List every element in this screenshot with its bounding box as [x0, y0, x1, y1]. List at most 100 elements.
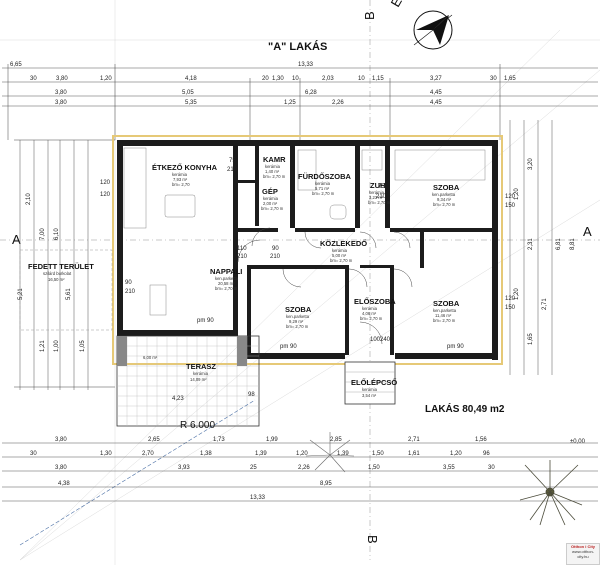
section-b-top: B — [362, 11, 377, 20]
bottom-dim-1-5: 2,71 — [408, 437, 420, 443]
opening-5: 210 — [237, 254, 248, 260]
bottom-dim-4-1: 8,95 — [320, 481, 332, 487]
room-nappali-floor: ken.parketta — [215, 276, 239, 281]
right-dim-0: 3,20 — [528, 158, 534, 170]
room-etkezo-floor: kerámia — [172, 172, 188, 177]
room-eloszoba-height: bm= 2,70 m — [360, 316, 383, 321]
opening-12: 120 — [505, 296, 516, 302]
opening-9: 210 — [376, 194, 387, 200]
room-eloszoba-name: ELŐSZOBA — [354, 297, 396, 306]
room-szoba1-floor: ken.parketta — [432, 192, 456, 197]
opening-16: pm 90 — [280, 344, 297, 350]
logo-text: Otthon i City — [571, 544, 595, 549]
room-eloszoba-area: 4,06 m² — [362, 311, 377, 316]
opening-20: 210 — [125, 289, 136, 295]
room-zuh-floor: kerámia — [369, 190, 385, 195]
room-nappali-height: bm= 2,70 m — [215, 286, 238, 291]
north-arrow — [413, 10, 453, 50]
bottom-dim-3-3: 2,26 — [298, 465, 310, 471]
room-etkezo-name: ÉTKEZŐ KONYHA — [152, 163, 218, 172]
top-dim-2-6: 10 — [292, 76, 299, 82]
bottom-dim-3-5: 3,55 — [443, 465, 455, 471]
room-szoba1-name: SZOBA — [433, 183, 460, 192]
room-elolepcso-floor: kerámia — [362, 387, 378, 392]
room-labels: ÉTKEZŐ KONYHA kerámia 7,93 m² bm= 2,70 K… — [28, 155, 460, 398]
room-furdo-floor: kerámia — [315, 181, 331, 186]
furniture — [123, 147, 486, 316]
room-szoba2-floor: ken.parketta — [286, 314, 310, 319]
plant-bottom-right — [519, 460, 583, 526]
room-szoba1-height: bm= 2,70 m — [433, 202, 456, 207]
left-dim-0: 2,10 — [26, 193, 32, 205]
section-b-bottom: B — [365, 535, 380, 544]
level-label: ±0,00 — [570, 439, 586, 445]
bottom-dim-3-0: 3,80 — [55, 465, 67, 471]
bottom-dim-3-6: 30 — [488, 465, 495, 471]
room-nappali-name: NAPPALI — [210, 267, 242, 276]
opening-1: 210 — [227, 167, 238, 173]
room-gep-height: bm= 2,70 m — [261, 206, 284, 211]
opening-3: 120 — [100, 192, 111, 198]
room-elolepcso-name: ELŐLÉPCSŐ — [351, 378, 397, 387]
room-gep-floor: kerámia — [263, 196, 279, 201]
room-gep-area: 2,00 m² — [263, 201, 278, 206]
bottom-dim-3-1: 3,93 — [178, 465, 190, 471]
room-kozlekedo-area: 5,00 m² — [332, 253, 347, 258]
right-dim-6: 8,81 — [570, 238, 576, 250]
interior-walls — [233, 146, 492, 355]
room-furdo-name: FÜRDŐSZOBA — [298, 172, 351, 181]
small-area: 6,00 m² — [143, 355, 158, 360]
opening-6: 90 — [272, 246, 279, 252]
top-dim-2-8: 10 — [358, 76, 365, 82]
bottom-dim-2-6: 1,39 — [337, 451, 349, 457]
right-dimensions: 3,20 6,81 1,20 1,20 2,31 1,65 8,81 2,71 — [509, 120, 576, 375]
room-kozlekedo-floor: kerámia — [332, 248, 348, 253]
covered-area — [19, 249, 113, 331]
left-dim-7: 1,05 — [80, 340, 86, 352]
bottom-dim-5-0: 13,33 — [250, 495, 266, 501]
bottom-dim-3-2: 25 — [250, 465, 257, 471]
opening-11: 150 — [505, 203, 516, 209]
door-swings — [237, 227, 413, 345]
room-kozlekedo-height: bm= 2,70 m — [330, 258, 353, 263]
top-dim-4-0: 3,80 — [55, 100, 67, 106]
left-dim-6: 1,00 — [54, 340, 60, 352]
top-dim-2-9: 1,15 — [372, 76, 384, 82]
top-dim-2-1: 3,80 — [56, 76, 68, 82]
room-eloszoba-floor: kerámia — [362, 306, 378, 311]
room-zuh-height: bm= 2,70 m — [368, 200, 391, 205]
bottom-dim-2-3: 1,38 — [200, 451, 212, 457]
right-dim-3: 1,20 — [514, 288, 520, 300]
bottom-dim-2-8: 1,61 — [408, 451, 420, 457]
room-nappali-area: 20,58 m² — [218, 281, 235, 286]
room-elolepcso-area: 3,54 m² — [362, 393, 377, 398]
right-dim-7: 2,71 — [542, 298, 548, 310]
opening-7: 210 — [270, 254, 281, 260]
top-dim-3-1: 5,05 — [182, 90, 194, 96]
opening-17: pm 90 — [197, 318, 214, 324]
room-kozlekedo-name: KÖZLEKEDŐ — [320, 239, 367, 248]
top-dim-1a: 6,65 — [10, 62, 22, 68]
plant-bottom-center — [305, 432, 355, 473]
room-gep-name: GÉP — [262, 187, 278, 196]
opening-19: 90 — [125, 280, 132, 286]
bottom-dim-2-7: 1,50 — [372, 451, 384, 457]
room-fedett-area: 16,50 m² — [48, 277, 65, 282]
bottom-dim-1-6: 1,56 — [475, 437, 487, 443]
right-dim-4: 2,31 — [528, 238, 534, 250]
exterior-walls — [112, 135, 503, 365]
room-szoba3-area: 11,46 m² — [435, 313, 452, 318]
opening-4: 110 — [237, 246, 247, 252]
opening-13: 150 — [505, 305, 516, 311]
radius-label: R 6.000 — [180, 420, 215, 431]
room-terasz-area: 14,09 m² — [190, 377, 207, 382]
left-dim-3: 5,61 — [66, 288, 72, 300]
left-dim-5: 1,21 — [40, 340, 46, 352]
room-kamr-area: 1,40 m² — [265, 169, 280, 174]
bottom-dim-1-4: 2,85 — [330, 437, 342, 443]
opening-15: 240 — [380, 337, 391, 343]
room-furdo-height: bm= 2,70 m — [312, 191, 335, 196]
top-dim-2-4: 20 — [262, 76, 269, 82]
bottom-dim-1-0: 3,80 — [55, 437, 67, 443]
